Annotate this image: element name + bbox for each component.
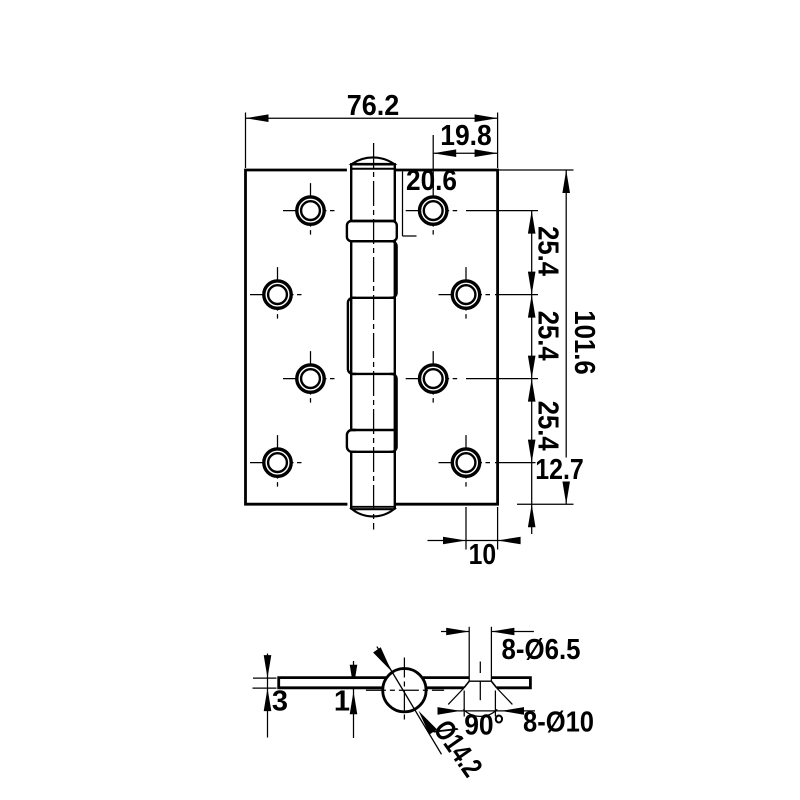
svg-text:25.4: 25.4 [532, 226, 564, 276]
svg-text:1: 1 [334, 685, 350, 717]
svg-text:20.6: 20.6 [406, 165, 457, 197]
svg-text:8-Ø6.5: 8-Ø6.5 [502, 634, 581, 666]
svg-text:25.4: 25.4 [532, 401, 564, 451]
svg-text:10: 10 [469, 539, 497, 571]
svg-text:101.6: 101.6 [568, 310, 600, 375]
svg-text:12.7: 12.7 [535, 454, 584, 486]
svg-text:25.4: 25.4 [532, 311, 564, 361]
svg-text:8-Ø10: 8-Ø10 [523, 706, 594, 738]
svg-text:3: 3 [272, 685, 288, 717]
svg-text:76.2: 76.2 [347, 90, 400, 122]
svg-text:90°: 90° [464, 709, 504, 741]
svg-text:19.8: 19.8 [440, 120, 492, 152]
